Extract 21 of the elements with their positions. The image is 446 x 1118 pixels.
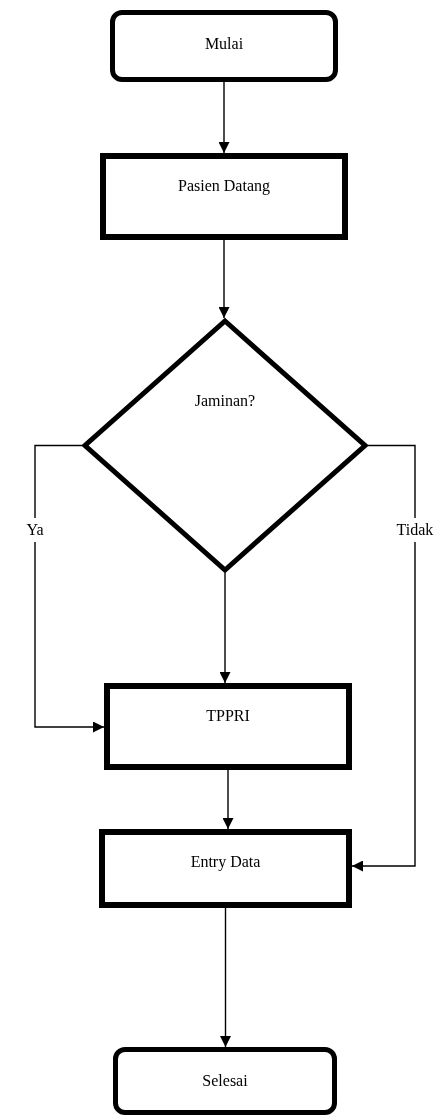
edge-label: Tidak	[395, 518, 435, 542]
arrow	[222, 769, 234, 830]
terminator-box	[113, 1047, 337, 1115]
process-box	[100, 153, 348, 240]
arrow	[219, 572, 231, 684]
node-label: Jaminan?	[194, 392, 256, 411]
decision-diamond	[82, 318, 368, 573]
node-label: Entry Data	[190, 853, 261, 873]
node-label: Pasien Datang	[178, 177, 270, 197]
arrow	[34, 444, 105, 733]
node-label: Mulai	[204, 35, 244, 54]
arrow	[218, 239, 230, 319]
node-label: Selesai	[202, 1072, 248, 1091]
process-box	[104, 683, 352, 770]
edge-label: Ya	[25, 518, 45, 542]
arrow	[218, 81, 230, 154]
arrow	[220, 907, 231, 1048]
terminator-box	[110, 10, 338, 82]
process-box	[99, 829, 352, 908]
node-label: TPPRI	[206, 707, 250, 726]
arrow	[351, 444, 416, 872]
